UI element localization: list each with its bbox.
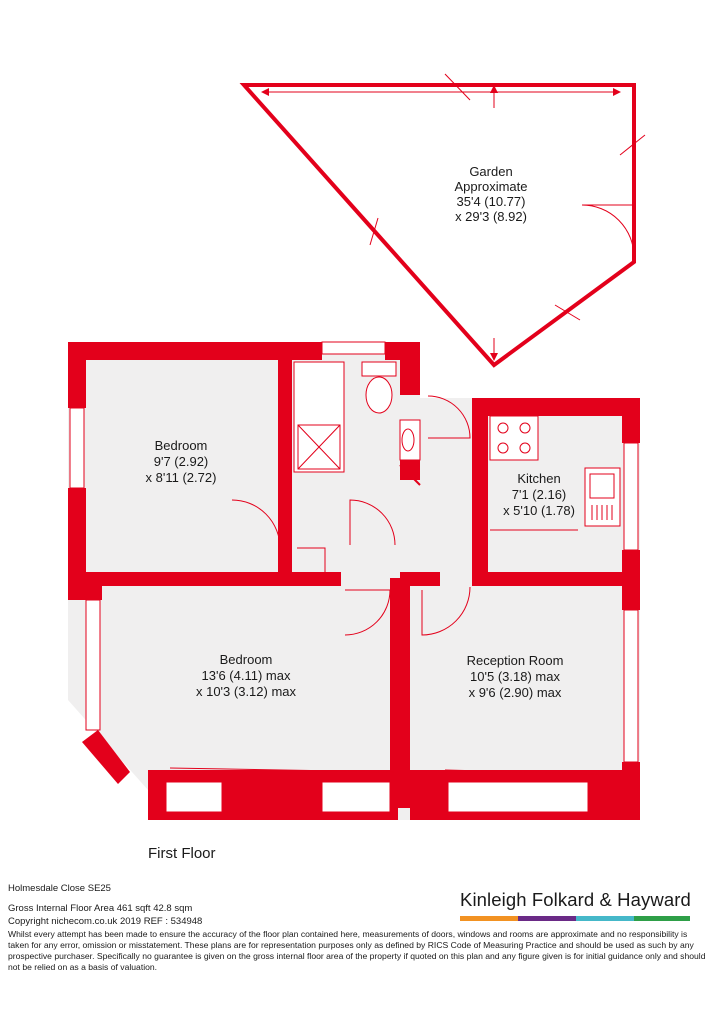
floor-plan: Garden Approximate 35'4 (10.77) x 29'3 (… bbox=[68, 73, 646, 820]
bedroom-2-dim1: 13'6 (4.11) max bbox=[202, 668, 291, 683]
brand-bar-green bbox=[634, 916, 690, 921]
bedroom-1-dim1: 9'7 (2.92) bbox=[154, 454, 209, 469]
floor-label: First Floor bbox=[148, 845, 216, 862]
reception-name: Reception Room bbox=[467, 653, 564, 668]
property-address: Holmesdale Close SE25 bbox=[8, 883, 111, 894]
garden-note: Approximate bbox=[455, 179, 528, 194]
brand-bar-purple bbox=[518, 916, 576, 921]
garden: Garden Approximate 35'4 (10.77) x 29'3 (… bbox=[239, 73, 646, 368]
kitchen-dim2: x 5'10 (1.78) bbox=[503, 503, 575, 518]
brand-bar-teal bbox=[576, 916, 634, 921]
bedroom-2-name: Bedroom bbox=[220, 652, 273, 667]
garden-boundary bbox=[239, 83, 636, 368]
bathroom-fixtures bbox=[293, 361, 421, 486]
bedroom-1-dim2: x 8'11 (2.72) bbox=[146, 470, 217, 485]
toilet-cistern-icon bbox=[361, 361, 397, 377]
floor-area bbox=[68, 342, 640, 820]
kitchen-dim1: 7'1 (2.16) bbox=[512, 487, 567, 502]
bedroom-2-dim2: x 10'3 (3.12) max bbox=[196, 684, 297, 699]
disclaimer: Whilst every attempt has been made to en… bbox=[8, 929, 706, 972]
wall-openings bbox=[165, 781, 589, 813]
kitchen-fixtures bbox=[489, 415, 621, 531]
garden-dim1: 35'4 (10.77) bbox=[457, 194, 526, 209]
floor-area-text: Gross Internal Floor Area 461 sqft 42.8 … bbox=[8, 903, 193, 914]
copyright-text: Copyright nichecom.co.uk 2019 REF : 5349… bbox=[8, 916, 203, 927]
reception-dim2: x 9'6 (2.90) max bbox=[469, 685, 562, 700]
reception-dim1: 10'5 (3.18) max bbox=[470, 669, 560, 684]
windows bbox=[69, 341, 639, 775]
garden-dim2: x 29'3 (8.92) bbox=[455, 209, 527, 224]
hob-icon bbox=[489, 415, 539, 461]
kitchen-name: Kitchen bbox=[517, 471, 560, 486]
room-labels: Bedroom 9'7 (2.92) x 8'11 (2.72) Kitchen… bbox=[146, 438, 575, 700]
brand-logo: Kinleigh Folkard & Hayward bbox=[460, 889, 691, 910]
garden-door bbox=[581, 204, 635, 258]
toilet-icon bbox=[365, 376, 393, 414]
brand-bar-orange bbox=[460, 916, 518, 921]
bedroom-1-name: Bedroom bbox=[155, 438, 208, 453]
garden-name: Garden bbox=[469, 164, 512, 179]
doors bbox=[231, 395, 471, 636]
